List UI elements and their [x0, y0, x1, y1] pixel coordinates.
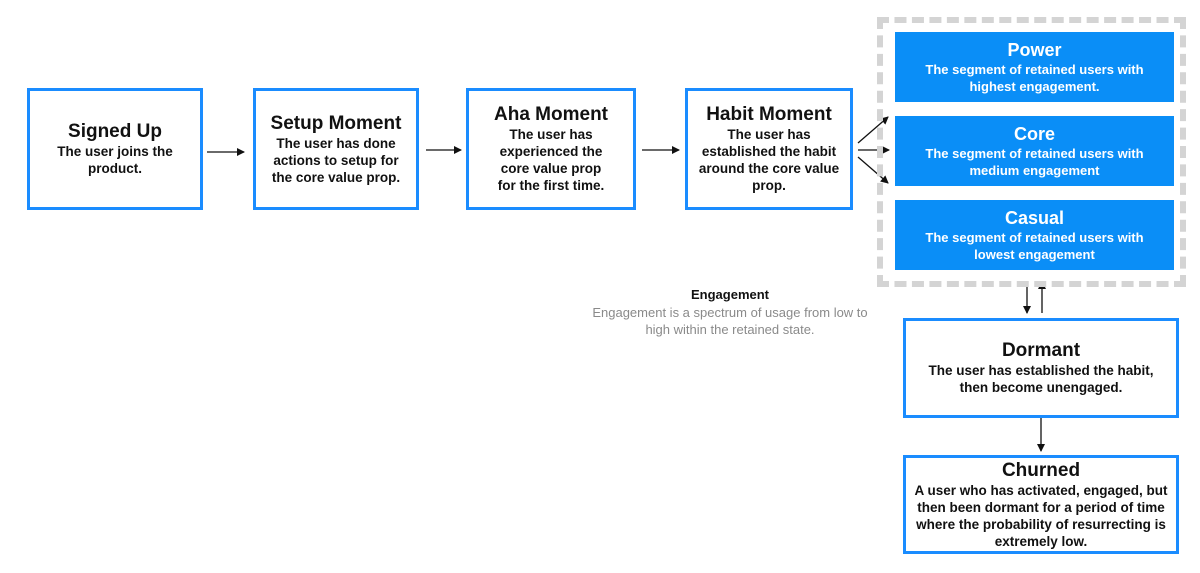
stage-title: Habit Moment	[706, 104, 832, 125]
segment-casual: Casual The segment of retained users wit…	[895, 200, 1174, 270]
retained-state-frame	[877, 17, 1186, 287]
arrow-habit-to-power	[857, 116, 889, 144]
stage-description: The user has established the habit aroun…	[698, 127, 840, 193]
stage-description: The user has done actions to setup for t…	[271, 135, 401, 185]
segment-title: Casual	[1004, 207, 1065, 228]
segment-title: Core	[1013, 123, 1055, 144]
stage-habit-moment: Habit Moment The user has established th…	[685, 88, 853, 210]
stage-setup-moment: Setup Moment The user has done actions t…	[253, 88, 419, 210]
stage-dormant: Dormant The user has established the hab…	[903, 318, 1179, 418]
segment-description: The segment of retained users with lowes…	[925, 229, 1144, 262]
stage-title: Dormant	[1001, 340, 1081, 361]
stage-description: The user joins the product.	[57, 144, 173, 176]
stage-description: The user has experienced the core value …	[497, 127, 605, 193]
engagement-note-title: Engagement	[690, 287, 769, 302]
stage-title: Signed Up	[68, 121, 162, 142]
engagement-note-description: Engagement is a spectrum of usage from l…	[592, 305, 868, 337]
stage-description: The user has established the habit, then…	[928, 363, 1154, 395]
stage-signed-up: Signed Up The user joins the product.	[27, 88, 203, 210]
arrow-habit-to-casual	[857, 156, 889, 184]
stage-description: A user who has activated, engaged, but t…	[914, 482, 1168, 549]
segment-description: The segment of retained users with highe…	[925, 61, 1144, 94]
stage-title: Aha Moment	[494, 104, 608, 125]
segment-power: Power The segment of retained users with…	[895, 32, 1174, 102]
stage-churned: Churned A user who has activated, engage…	[903, 455, 1179, 554]
stage-title: Setup Moment	[270, 112, 402, 134]
stage-title: Churned	[1001, 459, 1081, 481]
segment-core: Core The segment of retained users with …	[895, 116, 1174, 186]
segment-title: Power	[1007, 39, 1062, 60]
stage-aha-moment: Aha Moment The user has experienced the …	[466, 88, 636, 210]
segment-description: The segment of retained users with mediu…	[925, 145, 1144, 178]
